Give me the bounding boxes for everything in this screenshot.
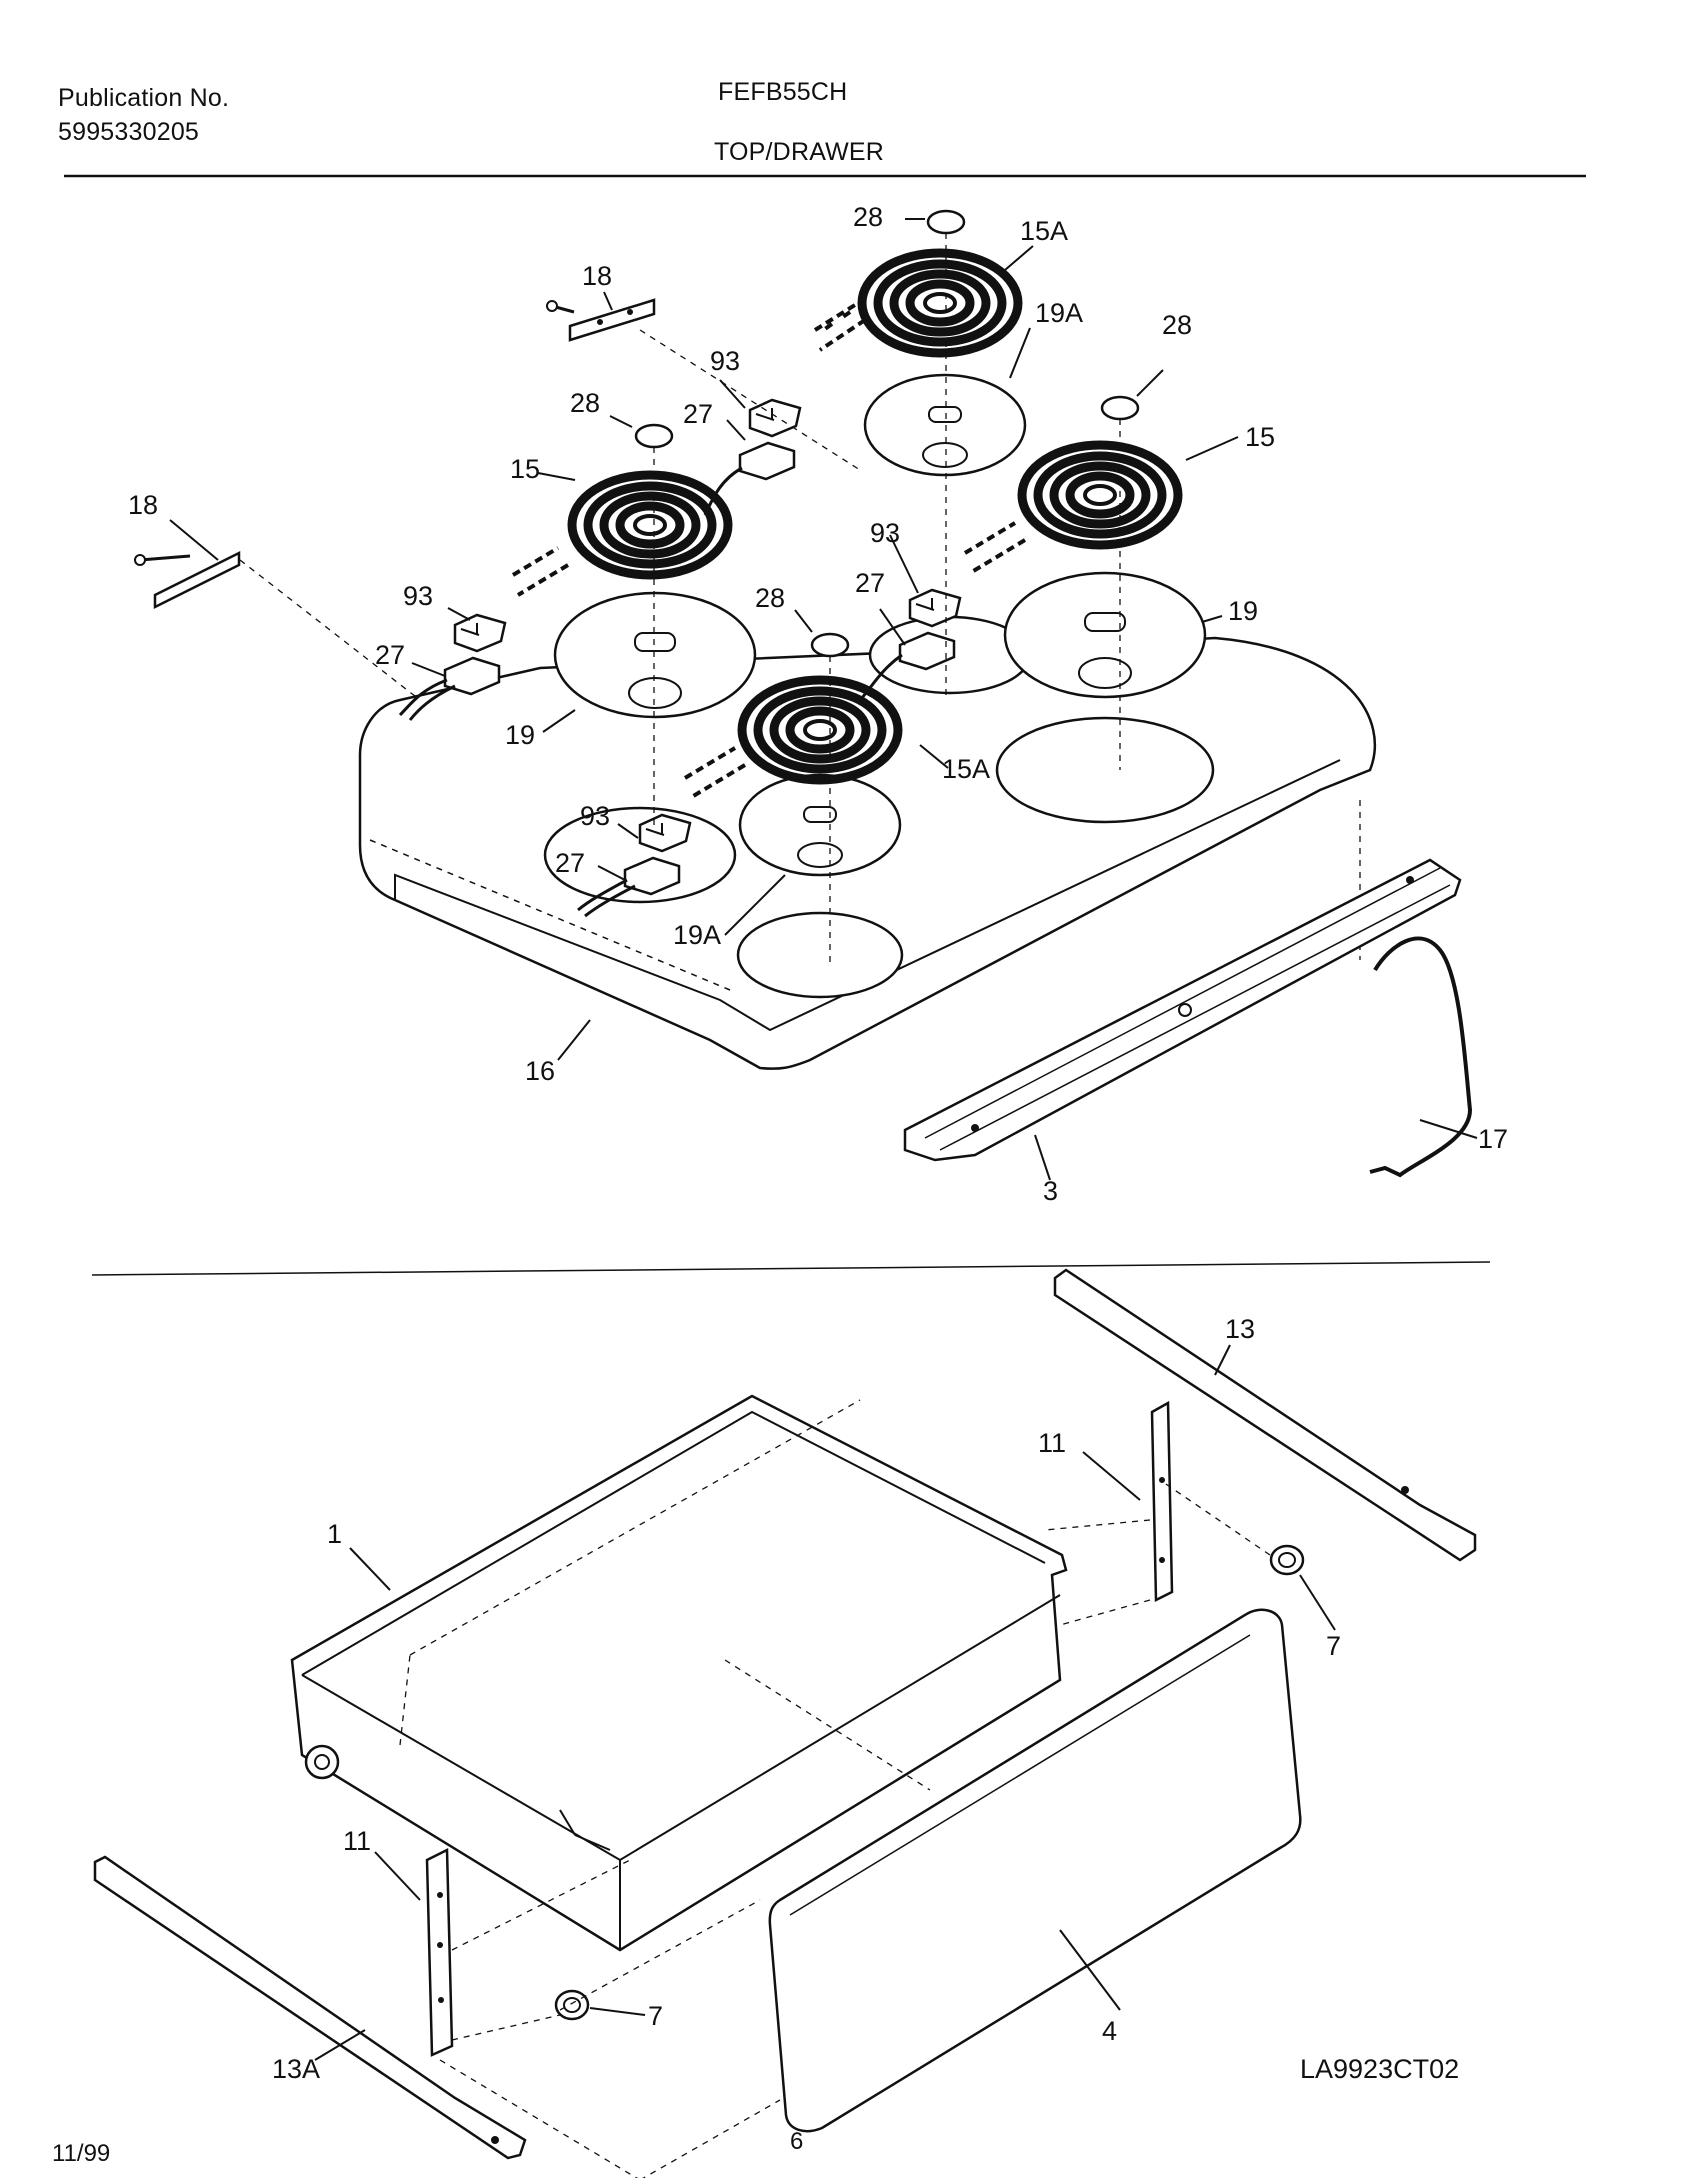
callout-27-top: 27 [683, 399, 713, 429]
callout-93-front: 93 [580, 801, 610, 831]
publication-number: 5995330205 [58, 118, 200, 146]
callout-19-right: 19 [1228, 596, 1258, 626]
callout-19-left: 19 [505, 720, 535, 750]
callout-28-mid: 28 [755, 583, 785, 613]
callout-93-top: 93 [710, 346, 740, 376]
cooktop-front-edge [394, 759, 1341, 1032]
callout-93-mid: 93 [870, 518, 900, 548]
drawer-front [768, 1608, 1302, 2133]
callout-17: 17 [1478, 1124, 1508, 1154]
callout-93-left: 93 [403, 581, 433, 611]
drawer-body [290, 1394, 1068, 1952]
callout-13A: 13A [272, 2054, 320, 2084]
callout-19A-front: 19A [673, 920, 721, 950]
callout-15A-front: 15A [942, 754, 990, 784]
callout-3: 3 [1043, 1176, 1058, 1206]
callout-11-left: 11 [343, 1826, 371, 1856]
callout-7-right: 7 [1326, 1631, 1341, 1661]
drawing-code: LA9923CT02 [1300, 2054, 1460, 2084]
callout-13: 13 [1225, 1314, 1255, 1344]
publication-label: Publication No. [58, 84, 230, 112]
section-title: TOP/DRAWER [714, 138, 885, 166]
callout-18-top: 18 [582, 261, 612, 291]
callout-7-left: 7 [648, 2001, 663, 2031]
callout-15-left: 15 [510, 454, 540, 484]
callout-15A-top: 15A [1020, 216, 1068, 246]
model-number: FEFB55CH [718, 78, 848, 106]
callout-27-front: 27 [555, 848, 585, 878]
footer-date: 11/99 [52, 2140, 111, 2167]
section-divider [91, 1261, 1491, 1276]
callout-28-top: 28 [853, 202, 883, 232]
drawer-rail-left [93, 1855, 527, 2160]
drawer-rail-right [1053, 1268, 1477, 1562]
callout-11-right: 11 [1038, 1428, 1066, 1458]
callout-18-left: 18 [128, 490, 158, 520]
callout-28-right: 28 [1162, 310, 1192, 340]
wire-harness [1369, 936, 1473, 1178]
callout-19A-top: 19A [1035, 298, 1083, 328]
callout-27-mid: 27 [855, 568, 885, 598]
callout-1: 1 [327, 1519, 342, 1549]
page-number: 6 [790, 2128, 804, 2155]
callout-4: 4 [1102, 2016, 1117, 2046]
callout-16: 16 [525, 1056, 555, 1086]
callout-15-right: 15 [1245, 422, 1275, 452]
callout-27-left: 27 [375, 640, 405, 670]
callout-28-left: 28 [570, 388, 600, 418]
